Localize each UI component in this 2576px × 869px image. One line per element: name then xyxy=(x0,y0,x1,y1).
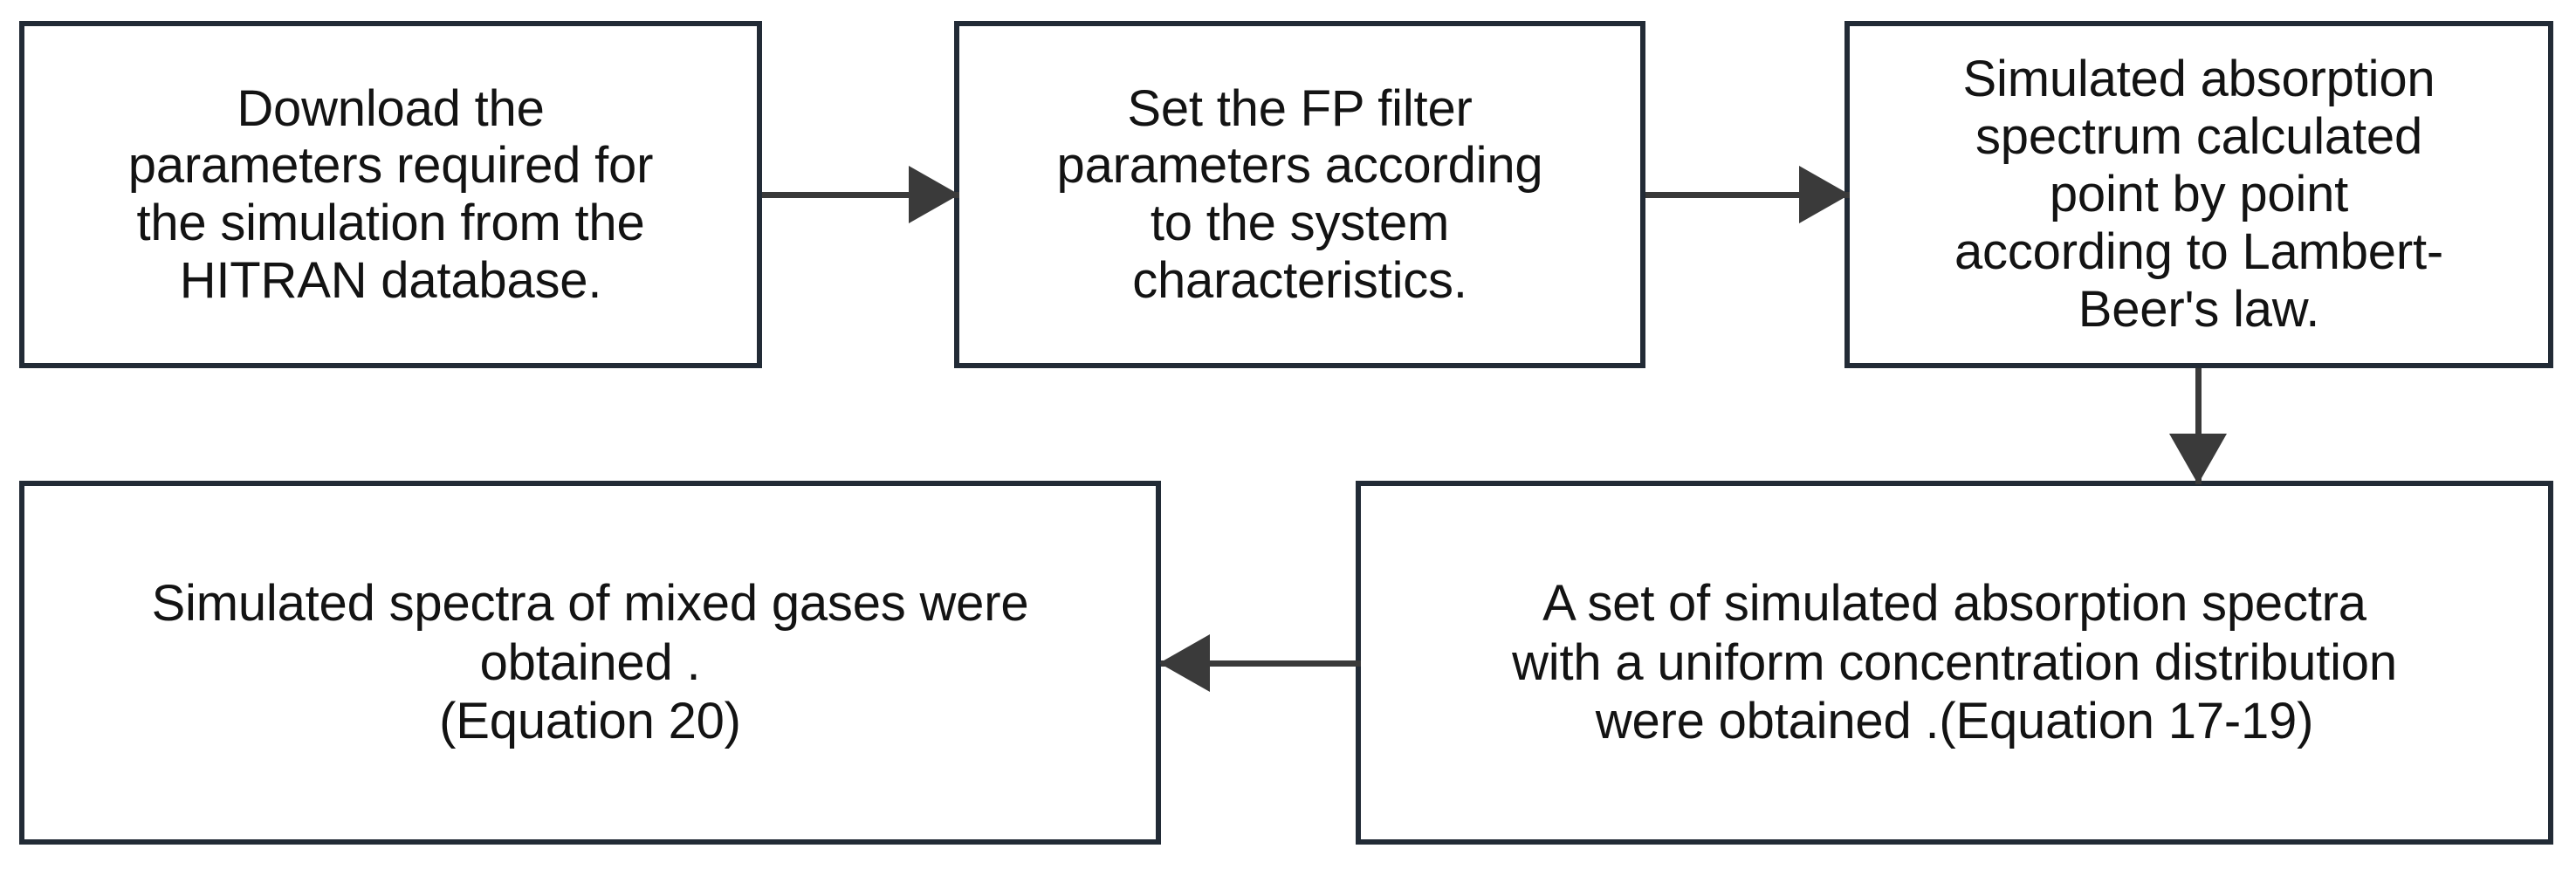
arrow-head-left-icon xyxy=(1159,634,1210,692)
arrow-shaft xyxy=(762,192,959,198)
flowchart-node-uniform-concentration[interactable]: A set of simulated absorption spectra wi… xyxy=(1356,481,2553,845)
flowchart-node-mixed-gases[interactable]: Simulated spectra of mixed gases were ob… xyxy=(19,481,1161,845)
flowchart-node-set-fp-filter-label: Set the FP filter parameters according t… xyxy=(1056,79,1543,309)
flowchart-node-download-label: Download the parameters required for the… xyxy=(127,79,654,309)
arrow-shaft xyxy=(1645,192,1850,198)
arrow-head-right-icon xyxy=(1799,166,1850,223)
flowchart-node-download[interactable]: Download the parameters required for the… xyxy=(19,21,762,368)
flowchart-node-simulated-absorption-label: Simulated absorption spectrum calculated… xyxy=(1954,51,2443,338)
arrow-head-down-icon xyxy=(2169,434,2227,484)
arrow-shaft xyxy=(2195,368,2202,484)
flowchart-node-mixed-gases-label: Simulated spectra of mixed gases were ob… xyxy=(151,574,1029,750)
arrow-head-right-icon xyxy=(909,166,959,223)
flowchart-node-uniform-concentration-label: A set of simulated absorption spectra wi… xyxy=(1512,574,2397,750)
arrow-shaft xyxy=(1161,660,1361,667)
flowchart-node-set-fp-filter[interactable]: Set the FP filter parameters according t… xyxy=(954,21,1645,368)
flowchart-node-simulated-absorption[interactable]: Simulated absorption spectrum calculated… xyxy=(1844,21,2553,368)
